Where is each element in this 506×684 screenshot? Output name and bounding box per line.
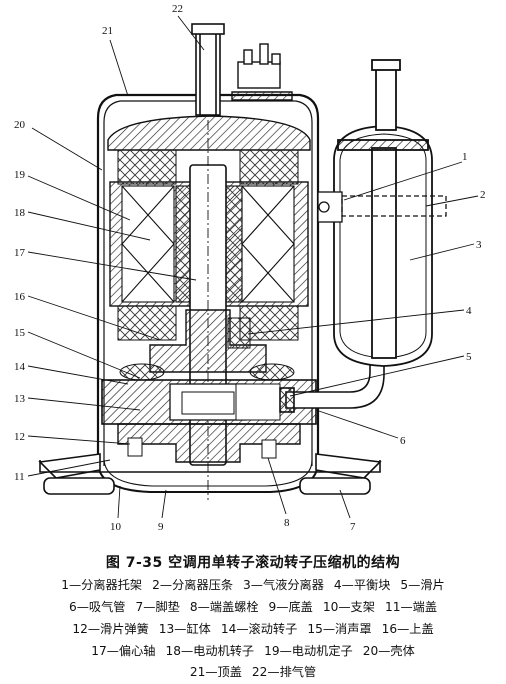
figure-caption: 图 7-35 空调用单转子滚动转子压缩机的结构	[105, 555, 401, 571]
legend-item: 22—排气管	[251, 665, 317, 679]
legend-item: 13—缸体	[158, 622, 211, 636]
legend-item: 11—端盖	[384, 600, 438, 614]
callout-8: 8	[284, 517, 290, 529]
legend-line: 12—滑片弹簧 13—缸体 14—滚动转子 15—消声罩 16—上盖	[0, 619, 506, 639]
legend-line: 17—偏心轴 18—电动机转子 19—电动机定子 20—壳体	[0, 641, 506, 661]
legend-item: 21—顶盖	[189, 665, 242, 679]
callout-11: 11	[14, 471, 25, 483]
callout-1: 1	[462, 151, 468, 163]
bottom-cover	[97, 459, 319, 493]
callout-9: 9	[158, 521, 164, 533]
balance-weight	[227, 317, 251, 349]
callout-14: 14	[14, 361, 26, 373]
end-cover	[117, 423, 301, 463]
legend-item: 4—平衡块	[333, 578, 391, 592]
callout-13: 13	[14, 393, 26, 405]
legend-item: 3—气液分离器	[243, 578, 324, 592]
callout-18: 18	[14, 207, 26, 219]
legend-item: 19—电动机定子	[264, 644, 353, 658]
compressor-diagram: 22 21 20 19 18 17 16 15 14 13 12 11 10 9…	[14, 3, 486, 533]
callout-17: 17	[14, 247, 26, 259]
callout-16: 16	[14, 291, 26, 303]
callout-4: 4	[466, 305, 472, 317]
cylinder	[101, 379, 317, 425]
legend-item: 5—滑片	[400, 578, 445, 592]
legend-line: 21—顶盖 22—排气管	[0, 662, 506, 682]
legend-line: 1—分离器托架 2—分离器压条 3—气液分离器 4—平衡块 5—滑片	[0, 575, 506, 595]
discharge-pipe	[191, 23, 225, 116]
legend-item: 12—滑片弹簧	[72, 622, 149, 636]
legend-item: 9—底盖	[268, 600, 313, 614]
callout-3: 3	[476, 239, 482, 251]
legend-item: 8—端盖螺栓	[189, 600, 259, 614]
legend-item: 10—支架	[322, 600, 375, 614]
legend-item: 16—上盖	[381, 622, 434, 636]
callout-20: 20	[14, 119, 26, 131]
legend-line: 6—吸气管 7—脚垫 8—端盖螺栓 9—底盖 10—支架 11—端盖	[0, 597, 506, 617]
callout-15: 15	[14, 327, 26, 339]
legend-item: 15—消声罩	[307, 622, 372, 636]
legend-item: 18—电动机转子	[165, 644, 255, 658]
legend-item: 6—吸气管	[68, 600, 126, 614]
legend-item: 2—分离器压条	[152, 578, 234, 592]
callout-21: 21	[102, 25, 113, 37]
callout-7: 7	[350, 521, 356, 533]
separator-bracket	[317, 191, 447, 223]
callout-6: 6	[400, 435, 406, 447]
legend-item: 1—分离器托架	[61, 578, 143, 592]
legend-item: 20—壳体	[362, 644, 415, 658]
bracket	[38, 453, 382, 495]
callout-2: 2	[480, 189, 486, 201]
legend-item: 14—滚动转子	[220, 622, 298, 636]
leader-lines	[27, 15, 479, 519]
callout-22: 22	[172, 3, 183, 15]
callout-12: 12	[14, 431, 25, 443]
top-cover	[107, 115, 311, 151]
callout-labels: 22 21 20 19 18 17 16 15 14 13 12 11 10 9…	[14, 3, 486, 533]
legend-item: 7—脚垫	[135, 600, 180, 614]
callout-10: 10	[110, 521, 122, 533]
terminal	[231, 43, 293, 101]
legend-item: 17—偏心轴	[91, 644, 156, 658]
callout-19: 19	[14, 169, 26, 181]
separator	[333, 59, 433, 367]
callout-5: 5	[466, 351, 472, 363]
